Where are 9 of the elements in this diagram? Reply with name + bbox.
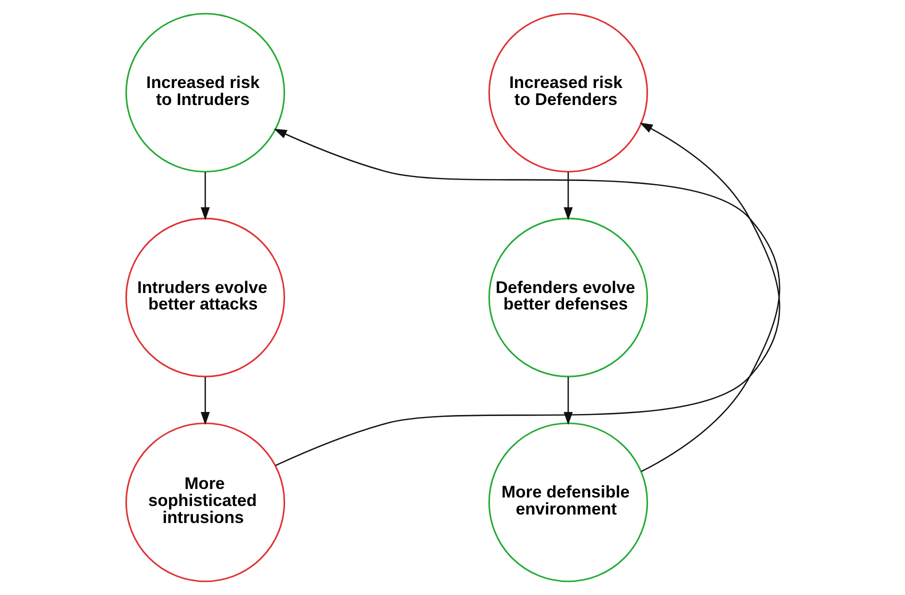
arrow: [563, 172, 572, 220]
arrow: [200, 376, 210, 425]
node-circle: More sophisticated intrusions: [124, 422, 285, 582]
node-circle: Increased risk to Defenders: [488, 12, 648, 173]
node-circle: More defensible environment: [488, 422, 648, 582]
node-circle: Defenders evolve better defenses: [488, 218, 648, 378]
node-circle: Intruders evolve better attacks: [124, 218, 285, 378]
node-circle: Increased risk to Intruders: [124, 12, 285, 173]
arrow: [200, 172, 210, 220]
